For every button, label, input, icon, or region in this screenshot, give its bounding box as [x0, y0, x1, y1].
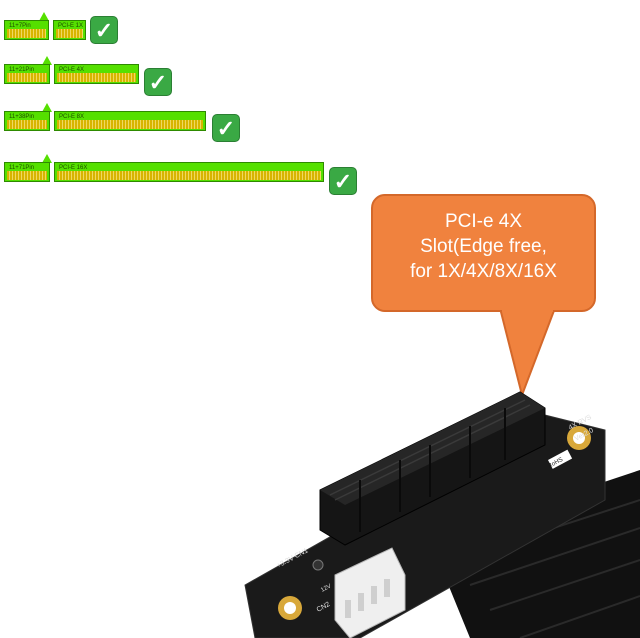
key-notch — [42, 103, 52, 112]
callout-seam — [502, 306, 553, 312]
key-notch — [42, 154, 52, 163]
card-row-16x: 11+71Pin PCI-E 16X — [4, 154, 324, 182]
connector-pins: 11+38Pin — [4, 111, 50, 131]
key-notch — [42, 56, 52, 65]
pin-count-label: 11+38Pin — [9, 114, 35, 120]
callout-line-1: PCI-e 4X — [444, 211, 523, 232]
ribbon-cable — [430, 470, 640, 638]
callout-line-2: Slot(Edge free, — [420, 236, 547, 257]
pin-count-label: 11+71Pin — [9, 165, 35, 171]
card-row-4x: 11+21Pin PCI-E 4X — [4, 56, 139, 84]
slot-size-label: PCI-E 8X — [59, 114, 85, 120]
checkmark-icon: ✓ — [212, 114, 240, 142]
card-row-8x: 11+38Pin PCI-E 8X — [4, 103, 206, 131]
slot-pins: PCI-E 4X — [54, 64, 139, 84]
slot-pins: PCI-E 16X — [54, 162, 324, 182]
key-notch — [39, 12, 49, 21]
rohs-badge — [547, 449, 573, 469]
slot-size-label: PCI-E 1X — [58, 23, 84, 29]
callout-bubble: PCI-e 4X Slot(Edge free, for 1X/4X/8X/16… — [371, 194, 596, 312]
slot-size-label: PCI-E 16X — [59, 165, 88, 171]
v12-label: 12V — [320, 583, 332, 593]
connector-pins: 11+71Pin — [4, 162, 50, 182]
slot-size-label: PCI-E 4X — [59, 67, 85, 73]
card-row-1x: 11+7Pin PCI-E 1X — [4, 12, 86, 40]
callout-line-3: for 1X/4X/8X/16X — [410, 261, 557, 282]
pin-count-label: 11+21Pin — [9, 67, 35, 73]
connector-pins: 11+7Pin — [4, 20, 49, 40]
slot-pins: PCI-E 1X — [53, 20, 86, 40]
checkmark-icon: ✓ — [90, 16, 118, 44]
checkmark-icon: ✓ — [144, 68, 172, 96]
connector-pins: 11+21Pin — [4, 64, 50, 84]
power-connector — [334, 547, 406, 638]
checkmark-icon: ✓ — [329, 167, 357, 195]
slot-pins: PCI-E 8X — [54, 111, 206, 131]
capacitor — [312, 559, 324, 571]
pin-count-label: 11+7Pin — [9, 23, 31, 29]
